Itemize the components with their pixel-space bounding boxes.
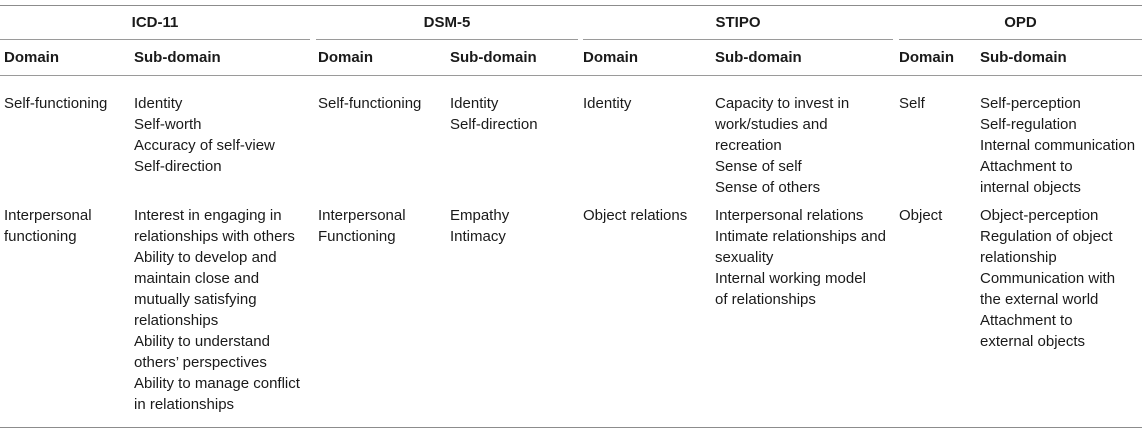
group-rule-dsm5 bbox=[316, 39, 578, 40]
cell-line: sexuality bbox=[715, 249, 774, 266]
cell-line: Interpersonal bbox=[318, 207, 406, 224]
group-title-stipo: STIPO bbox=[715, 14, 761, 31]
table-cell: Self bbox=[899, 93, 925, 114]
cell-line: Self-regulation bbox=[980, 116, 1077, 133]
cell-line: relationships with others bbox=[134, 228, 295, 245]
table-cell: Object bbox=[899, 205, 942, 226]
group-rule-opd bbox=[899, 39, 1142, 40]
cell-line: the external world bbox=[980, 291, 1099, 308]
cell-line: Functioning bbox=[318, 228, 396, 245]
cell-line: Self-direction bbox=[134, 158, 222, 175]
col-header-opd-subdomain: Sub-domain bbox=[980, 49, 1067, 66]
cell-line: Intimate relationships and bbox=[715, 228, 886, 245]
cell-line: Self bbox=[899, 95, 925, 112]
cell-line: Ability to understand bbox=[134, 333, 270, 350]
group-title-opd: OPD bbox=[1004, 14, 1037, 31]
cell-line: Internal working model bbox=[715, 270, 866, 287]
col-header-stipo-domain: Domain bbox=[583, 49, 639, 66]
group-rule-icd11 bbox=[0, 39, 310, 40]
cell-line: Accuracy of self-view bbox=[134, 137, 275, 154]
cell-line: internal objects bbox=[980, 179, 1081, 196]
table-cell: Self-functioning bbox=[4, 93, 107, 114]
cell-line: relationships bbox=[134, 312, 219, 329]
cell-line: recreation bbox=[715, 137, 782, 154]
cell-line: Identity bbox=[450, 95, 499, 112]
table-cell: Capacity to invest in work/studies and rec… bbox=[715, 93, 849, 198]
col-header-dsm5-subdomain: Sub-domain bbox=[450, 49, 537, 66]
cell-line: Attachment to bbox=[980, 158, 1073, 175]
cell-line: Object bbox=[899, 207, 943, 224]
cell-line: mutually satisfying bbox=[134, 291, 257, 308]
cell-line: in relationships bbox=[134, 396, 235, 413]
cell-line: Self-direction bbox=[450, 116, 538, 133]
group-title-icd11: ICD-11 bbox=[131, 14, 179, 31]
cell-line: Object-perception bbox=[980, 207, 1099, 224]
cell-line: functioning bbox=[4, 228, 77, 245]
cell-line: Identity bbox=[583, 95, 632, 112]
table-cell: Interpersonal functioning bbox=[4, 205, 92, 247]
cell-line: Self-worth bbox=[134, 116, 202, 133]
cell-line: Ability to develop and bbox=[134, 249, 277, 266]
cell-line: Intimacy bbox=[450, 228, 506, 245]
table-cell: Identity bbox=[583, 93, 631, 114]
table-cell: Interest in engaging in relationships wit… bbox=[134, 205, 300, 415]
header-bottom-rule bbox=[0, 75, 1142, 76]
cell-line: relationship bbox=[980, 249, 1057, 266]
cell-line: maintain close and bbox=[134, 270, 260, 287]
cell-line: external objects bbox=[980, 333, 1086, 350]
table-cell: Object relations bbox=[583, 205, 687, 226]
col-header-icd11-domain: Domain bbox=[4, 49, 60, 66]
cell-line: Self-functioning bbox=[4, 95, 108, 112]
cell-line: of relationships bbox=[715, 291, 816, 308]
cell-line: Object relations bbox=[583, 207, 688, 224]
cell-line: others’ perspectives bbox=[134, 354, 267, 371]
cell-line: Sense of others bbox=[715, 179, 821, 196]
cell-line: Communication with bbox=[980, 270, 1116, 287]
cell-line: Interpersonal relations bbox=[715, 207, 864, 224]
cell-line: Internal communication bbox=[980, 137, 1136, 154]
col-header-stipo-subdomain: Sub-domain bbox=[715, 49, 802, 66]
table-cell: Self-functioning bbox=[318, 93, 421, 114]
col-header-icd11-subdomain: Sub-domain bbox=[134, 49, 221, 66]
col-header-dsm5-domain: Domain bbox=[318, 49, 374, 66]
cell-line: Interest in engaging in bbox=[134, 207, 282, 224]
cell-line: Empathy bbox=[450, 207, 510, 224]
cell-line: work/studies and bbox=[715, 116, 828, 133]
cell-line: Interpersonal bbox=[4, 207, 92, 224]
group-rule-stipo bbox=[583, 39, 893, 40]
group-title-dsm5: DSM-5 bbox=[423, 14, 471, 31]
cell-line: Ability to manage conflict bbox=[134, 375, 300, 392]
cell-line: Identity bbox=[134, 95, 183, 112]
table-top-rule bbox=[0, 5, 1142, 6]
cell-line: Attachment to bbox=[980, 312, 1073, 329]
col-header-opd-domain: Domain bbox=[899, 49, 955, 66]
cell-line: Capacity to invest in bbox=[715, 95, 850, 112]
cell-line: Self-functioning bbox=[318, 95, 422, 112]
cell-line: Self-perception bbox=[980, 95, 1081, 112]
cell-line: Sense of self bbox=[715, 158, 802, 175]
table-bottom-rule bbox=[0, 427, 1142, 428]
cell-line: Regulation of object bbox=[980, 228, 1113, 245]
